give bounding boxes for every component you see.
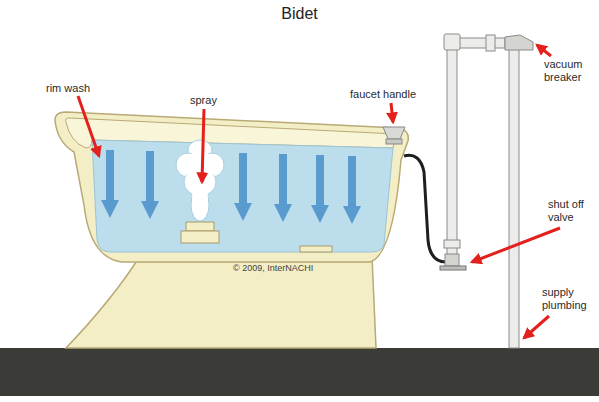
diagram-title: Bidet	[0, 5, 599, 23]
valve-handle	[440, 266, 466, 270]
leader-arrows	[78, 45, 560, 338]
rim-wash-arrows	[101, 150, 361, 224]
part-label: vacuum breaker	[544, 58, 594, 83]
pedestal	[66, 256, 376, 348]
spray-nozzle-base	[181, 231, 219, 243]
faucet-base	[386, 139, 402, 144]
part-label: shut off valve	[548, 198, 594, 223]
valve-body	[445, 254, 459, 266]
spray-jet	[176, 140, 224, 221]
spray-nozzle	[186, 222, 214, 231]
pipes	[444, 34, 519, 348]
part-label: spray	[190, 94, 217, 107]
drain	[300, 246, 332, 252]
water	[92, 140, 393, 252]
spray-core	[186, 150, 214, 214]
faucet-handle-shape	[383, 127, 405, 139]
copyright-note: © 2009, InterNACHI	[233, 263, 313, 273]
floor	[0, 348, 599, 396]
bowl	[55, 112, 408, 262]
hose	[404, 155, 446, 262]
part-label: rim wash	[46, 82, 90, 95]
part-label: faucet handle	[350, 88, 416, 101]
part-label: supply plumbing	[542, 286, 596, 311]
vacuum-breaker-shape	[505, 35, 533, 50]
